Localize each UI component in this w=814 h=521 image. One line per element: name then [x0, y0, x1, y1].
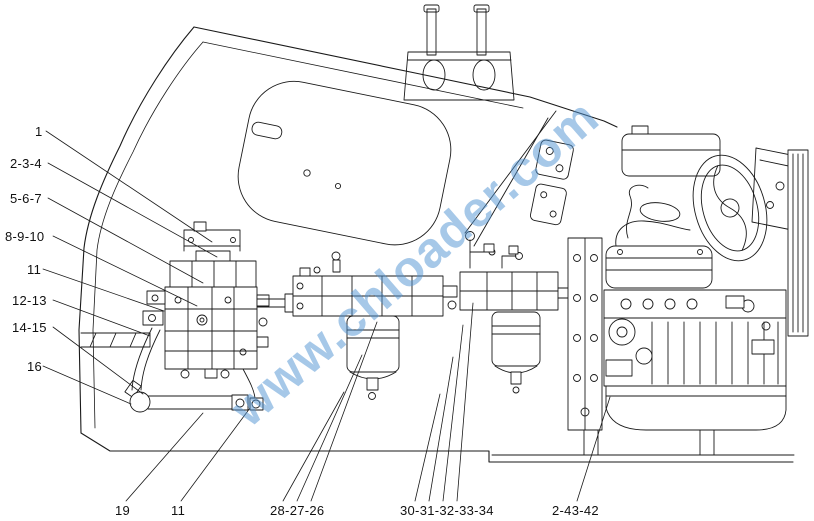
callout-1: 1 [35, 124, 43, 139]
machine-body-outline [78, 26, 794, 463]
callout-30-31-32-33-34: 30-31-32-33-34 [400, 503, 494, 518]
callout-11-bottom: 11 [171, 503, 186, 518]
panel-brackets [464, 110, 574, 247]
callout-28-27-26: 28-27-26 [270, 503, 325, 518]
hydraulic-pump-assembly [80, 221, 270, 379]
engine-assembly [491, 125, 809, 456]
callout-5-6-7: 5-6-7 [10, 191, 42, 206]
callout-8-9-10: 8-9-10 [5, 229, 45, 244]
panel-opening [237, 80, 452, 246]
valve-filter-unit-b [459, 231, 575, 394]
hose-and-elbow [124, 293, 294, 413]
callout-2-43-42: 2-43-42 [552, 503, 599, 518]
callout-11-left: 11 [27, 262, 42, 277]
top-mount-brackets [403, 4, 515, 101]
callout-19: 19 [115, 503, 131, 518]
callout-16: 16 [27, 359, 43, 374]
valve-filter-unit-a [292, 251, 458, 400]
leader-lines [42, 130, 611, 502]
callout-12-13: 12-13 [12, 293, 47, 308]
callout-2-3-4: 2-3-4 [10, 156, 42, 171]
callout-14-15: 14-15 [12, 320, 47, 335]
